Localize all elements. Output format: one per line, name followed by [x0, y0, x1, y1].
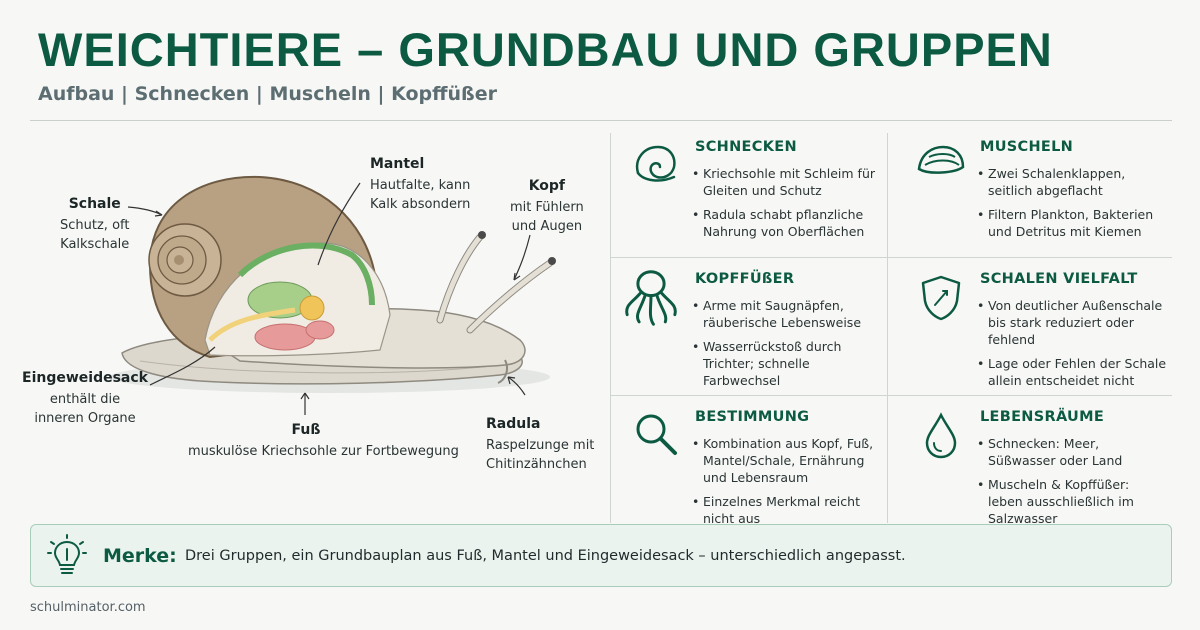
- groups-grid: SCHNECKEN Kriechsohle mit Schleim für Gl…: [610, 133, 1172, 526]
- label-radula-line1: Raspelzunge mit: [486, 438, 595, 453]
- group-bullets-muscheln: Zwei Schalenklappen, seitlich abgeflacht…: [977, 165, 1167, 247]
- group-card-schnecken: SCHNECKEN Kriechsohle mit Schleim für Gl…: [610, 133, 887, 263]
- label-eingeweidesack-line1: enthält die: [49, 392, 121, 407]
- group-bullets-bestimmung: Kombination aus Kopf, Fuß, Mantel/Schale…: [692, 435, 882, 534]
- list-item: Filtern Plankton, Bakterien und Detritus…: [977, 206, 1167, 240]
- label-mantel-line1: Hautfalte, kann: [370, 178, 471, 193]
- grid-divider-row1: [610, 257, 1172, 258]
- shield-icon: [921, 275, 961, 321]
- octopus-icon: [625, 270, 677, 326]
- label-eingeweidesack-title: Eingeweidesack: [22, 370, 148, 386]
- group-bullets-lebensraeume: Schnecken: Meer, Süßwasser oder Land Mus…: [977, 435, 1167, 534]
- label-schale-line2: Kalkschale: [60, 237, 130, 252]
- clam-icon: [917, 145, 965, 174]
- list-item: Von deutlicher Außenschale bis stark red…: [977, 297, 1167, 348]
- header-divider: [30, 120, 1172, 121]
- label-schale: Schale Schutz, oft Kalkschale: [60, 195, 129, 254]
- label-radula-line2: Chitinzähnchen: [486, 457, 587, 472]
- label-kopf-line2: und Augen: [511, 219, 583, 234]
- group-bullets-schnecken: Kriechsohle mit Schleim für Gleiten und …: [692, 165, 882, 247]
- list-item: Lage oder Fehlen der Schale allein entsc…: [977, 355, 1167, 389]
- page-title: WEICHTIERE – GRUNDBAU UND GRUPPEN: [38, 23, 1053, 76]
- group-card-lebensraeume: LEBENSRÄUME Schnecken: Meer, Süßwasser o…: [895, 403, 1172, 533]
- label-radula: Radula Raspelzunge mit Chitinzähnchen: [486, 415, 594, 474]
- group-title-bestimmung: BESTIMMUNG: [695, 409, 810, 425]
- merke-box: Merke: Drei Gruppen, ein Grundbauplan au…: [30, 524, 1172, 587]
- spiral-shell-icon: [635, 145, 676, 182]
- merke-label: Merke:: [103, 545, 177, 567]
- group-card-muscheln: MUSCHELN Zwei Schalenklappen, seitlich a…: [895, 133, 1172, 263]
- group-title-schalen-vielfalt: SCHALEN VIELFALT: [980, 271, 1138, 287]
- list-item: Kriechsohle mit Schleim für Gleiten und …: [692, 165, 882, 199]
- label-kopf-title: Kopf: [528, 178, 566, 194]
- list-item: Schnecken: Meer, Süßwasser oder Land: [977, 435, 1167, 469]
- label-mantel: Mantel Hautfalte, kann Kalk absondern: [370, 155, 470, 214]
- group-title-lebensraeume: LEBENSRÄUME: [980, 409, 1105, 425]
- label-kopf: Kopf mit Fühlern und Augen: [510, 177, 584, 236]
- group-card-bestimmung: BESTIMMUNG Kombination aus Kopf, Fuß, Ma…: [610, 403, 887, 533]
- list-item: Radula schabt pflanzliche Nahrung von Ob…: [692, 206, 882, 240]
- list-item: Zwei Schalenklappen, seitlich abgeflacht: [977, 165, 1167, 199]
- group-title-kopffuesser: KOPFFÜßER: [695, 271, 795, 287]
- list-item: Einzelnes Merkmal reicht nicht aus: [692, 493, 882, 527]
- merke-text: Drei Gruppen, ein Grundbauplan aus Fuß, …: [185, 548, 906, 564]
- grid-divider-vertical: [887, 133, 888, 523]
- group-title-muscheln: MUSCHELN: [980, 139, 1074, 155]
- list-item: Wasserrückstoß durch Trichter; schnelle …: [692, 338, 882, 389]
- water-drop-icon: [925, 412, 957, 459]
- label-fuss: Fuß muskulöse Kriechsohle zur Fortbewegu…: [188, 421, 459, 461]
- label-schale-line1: Schutz, oft: [60, 218, 130, 233]
- footer-site: schulminator.com: [30, 600, 146, 615]
- list-item: Kombination aus Kopf, Fuß, Mantel/Schale…: [692, 435, 882, 486]
- label-fuss-title: Fuß: [291, 422, 321, 438]
- label-radula-title: Radula: [486, 416, 541, 432]
- group-bullets-schalen-vielfalt: Von deutlicher Außenschale bis stark red…: [977, 297, 1167, 396]
- page-subtitle: Aufbau | Schnecken | Muscheln | Kopffüße…: [38, 83, 497, 105]
- label-fuss-line1: muskulöse Kriechsohle zur Fortbewegung: [188, 444, 459, 459]
- list-item: Arme mit Saugnäpfen, räuberische Lebensw…: [692, 297, 882, 331]
- group-bullets-kopffuesser: Arme mit Saugnäpfen, räuberische Lebensw…: [692, 297, 882, 396]
- magnifier-icon: [636, 414, 677, 455]
- group-card-schalen-vielfalt: SCHALEN VIELFALT Von deutlicher Außensch…: [895, 265, 1172, 395]
- label-schale-title: Schale: [68, 196, 121, 212]
- grid-divider-row2: [610, 395, 1172, 396]
- label-mantel-title: Mantel: [370, 156, 425, 172]
- grid-divider-left: [610, 133, 611, 523]
- label-eingeweidesack-line2: inneren Organe: [34, 411, 136, 426]
- label-mantel-line2: Kalk absondern: [370, 197, 471, 212]
- snail-diagram: Schale Schutz, oft Kalkschale Mantel Hau…: [0, 125, 610, 520]
- lightbulb-icon: [47, 534, 87, 574]
- group-card-kopffuesser: KOPFFÜßER Arme mit Saugnäpfen, räuberisc…: [610, 265, 887, 395]
- list-item: Muscheln & Kopffüßer: leben ausschließli…: [977, 476, 1167, 527]
- group-title-schnecken: SCHNECKEN: [695, 139, 797, 155]
- snail-illustration: [110, 175, 556, 415]
- label-kopf-line1: mit Fühlern: [510, 200, 584, 215]
- label-eingeweidesack: Eingeweidesack enthält die inneren Organ…: [22, 369, 148, 428]
